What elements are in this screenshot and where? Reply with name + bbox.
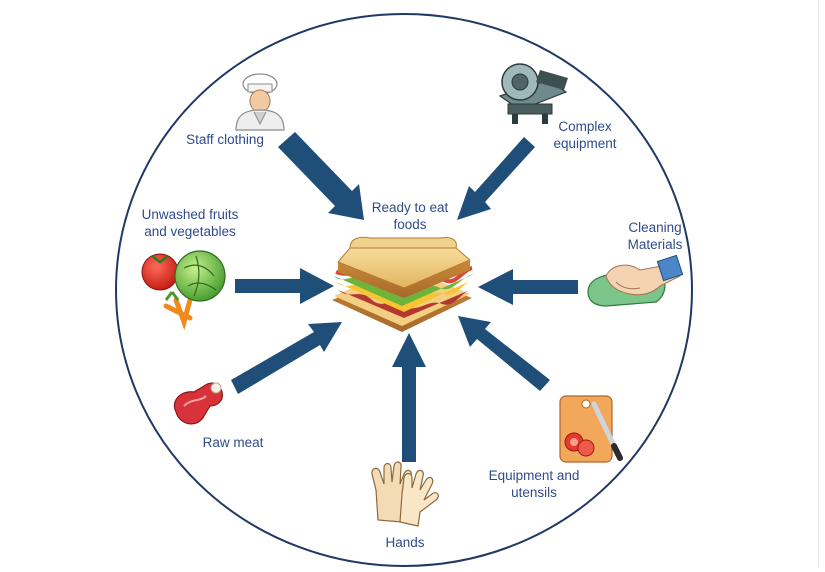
label-complex-equipment: Complex equipment: [553, 119, 617, 151]
arrow-fruits: [235, 268, 334, 304]
arrow-group: [231, 132, 578, 462]
sandwich-icon: [332, 236, 474, 332]
gloves-icon: [371, 461, 439, 527]
label-equipment-utensils: Equipment and utensils: [488, 468, 580, 500]
arrow-equipment: [457, 137, 535, 220]
vegetables-icon: [141, 250, 226, 331]
label-center: Ready to eat foods: [371, 200, 449, 232]
label-cleaning-materials: Cleaning Materials: [627, 220, 683, 252]
chef-icon: [235, 73, 285, 131]
label-hands: Hands: [385, 535, 425, 550]
arrow-staff: [278, 132, 364, 220]
arrow-utensils: [458, 316, 550, 391]
label-unwashed-fruits: Unwashed fruits and vegetables: [141, 207, 239, 239]
label-raw-meat: Raw meat: [202, 435, 264, 450]
cleaning-hand-icon: [587, 254, 684, 307]
meat-slicer-icon: [498, 63, 568, 124]
label-staff-clothing: Staff clothing: [186, 132, 264, 147]
boundary-circle: [115, 13, 693, 567]
cutting-board-icon: [559, 395, 623, 463]
raw-meat-icon: [173, 382, 223, 425]
arrow-cleaning: [478, 269, 578, 305]
arrow-hands: [392, 333, 426, 462]
arrow-meat: [231, 322, 342, 394]
page-edge-line: [818, 0, 819, 567]
